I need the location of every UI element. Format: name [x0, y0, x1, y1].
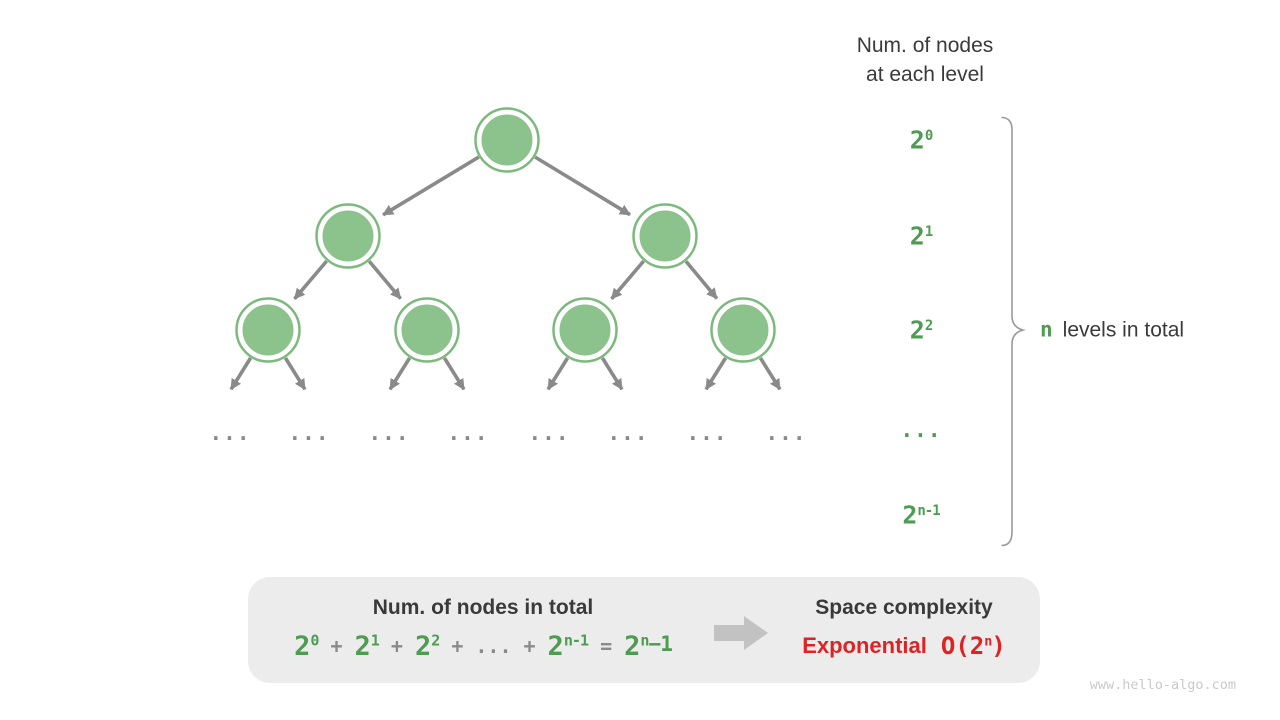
tree-arrow — [600, 357, 624, 391]
tree-node — [710, 297, 776, 363]
tree-arrow — [546, 357, 570, 391]
level-label: 20 — [909, 125, 934, 155]
tree-arrow — [229, 357, 253, 391]
right-arrow-icon — [714, 616, 768, 650]
page-title-line1: Num. of nodes — [856, 34, 994, 57]
formula-token: + — [451, 634, 464, 658]
tree-ellipsis: ... — [209, 421, 251, 445]
formula-token: + — [390, 634, 403, 658]
tree-arrow — [704, 357, 728, 391]
level-label: 21 — [909, 221, 934, 251]
total-nodes-title: Num. of nodes in total — [372, 596, 594, 619]
tree-arrow — [367, 260, 402, 300]
tree-node — [394, 297, 460, 363]
brace-note: n levels in total — [1040, 318, 1184, 343]
tree-ellipsis: ... — [528, 421, 570, 445]
level-label: 2n-1 — [902, 500, 940, 530]
tree-ellipsis: ... — [368, 421, 410, 445]
tree-arrow — [442, 357, 466, 391]
space-complexity-title: Space complexity — [815, 596, 993, 619]
tree-arrow — [610, 259, 645, 300]
tree-ellipsis: ... — [288, 421, 330, 445]
total-nodes-formula: 20 +21 +22 +... +2n-1 = 2n−1 — [248, 628, 718, 664]
tree-nodes — [235, 107, 776, 363]
n-variable: n — [1040, 317, 1053, 342]
formula-token: 21 — [354, 630, 380, 662]
tree-arrow — [283, 357, 307, 391]
formula-token: + — [330, 634, 343, 658]
tree-node — [632, 203, 698, 269]
formula-token: + — [523, 634, 536, 658]
tree-arrow — [758, 357, 782, 391]
page-title: Num. of nodes at each level — [795, 31, 1055, 89]
formula-token: ... — [475, 634, 512, 658]
tree-arrows — [229, 155, 782, 391]
complexity-result: Exponential O(2n) — [776, 629, 1032, 663]
formula-token: 2n-1 — [547, 630, 590, 662]
curly-brace — [1001, 116, 1027, 547]
tree-node — [552, 297, 618, 363]
tree-arrow — [388, 357, 412, 391]
tree-node — [235, 297, 301, 363]
formula-token: = — [600, 634, 613, 658]
brace-note-text: levels in total — [1062, 318, 1185, 342]
summary-box: Num. of nodes in total 20 +21 +22 +... +2n-1… — [248, 577, 1040, 683]
formula-token: 22 — [414, 630, 440, 662]
level-label: ... — [900, 418, 942, 442]
formula-token: 2n−1 — [624, 630, 673, 662]
tree-ellipsis: ... — [765, 421, 807, 445]
tree-arrow — [382, 155, 480, 217]
complexity-name: Exponential — [802, 633, 927, 658]
formula-token: 20 — [294, 630, 319, 662]
page-title-line2: at each level — [866, 63, 984, 86]
tree-ellipsis: ... — [607, 421, 649, 445]
tree-ellipsis: ... — [447, 421, 489, 445]
big-o-notation: O(2n) — [940, 632, 1006, 660]
tree-arrow — [684, 260, 719, 300]
tree-ellipsis: ... — [686, 421, 728, 445]
level-label: 22 — [909, 315, 934, 345]
tree-node — [474, 107, 540, 173]
tree-arrow — [534, 155, 631, 217]
tree-arrow — [293, 259, 328, 300]
watermark: www.hello-algo.com — [1089, 677, 1236, 693]
tree-node — [315, 203, 381, 269]
